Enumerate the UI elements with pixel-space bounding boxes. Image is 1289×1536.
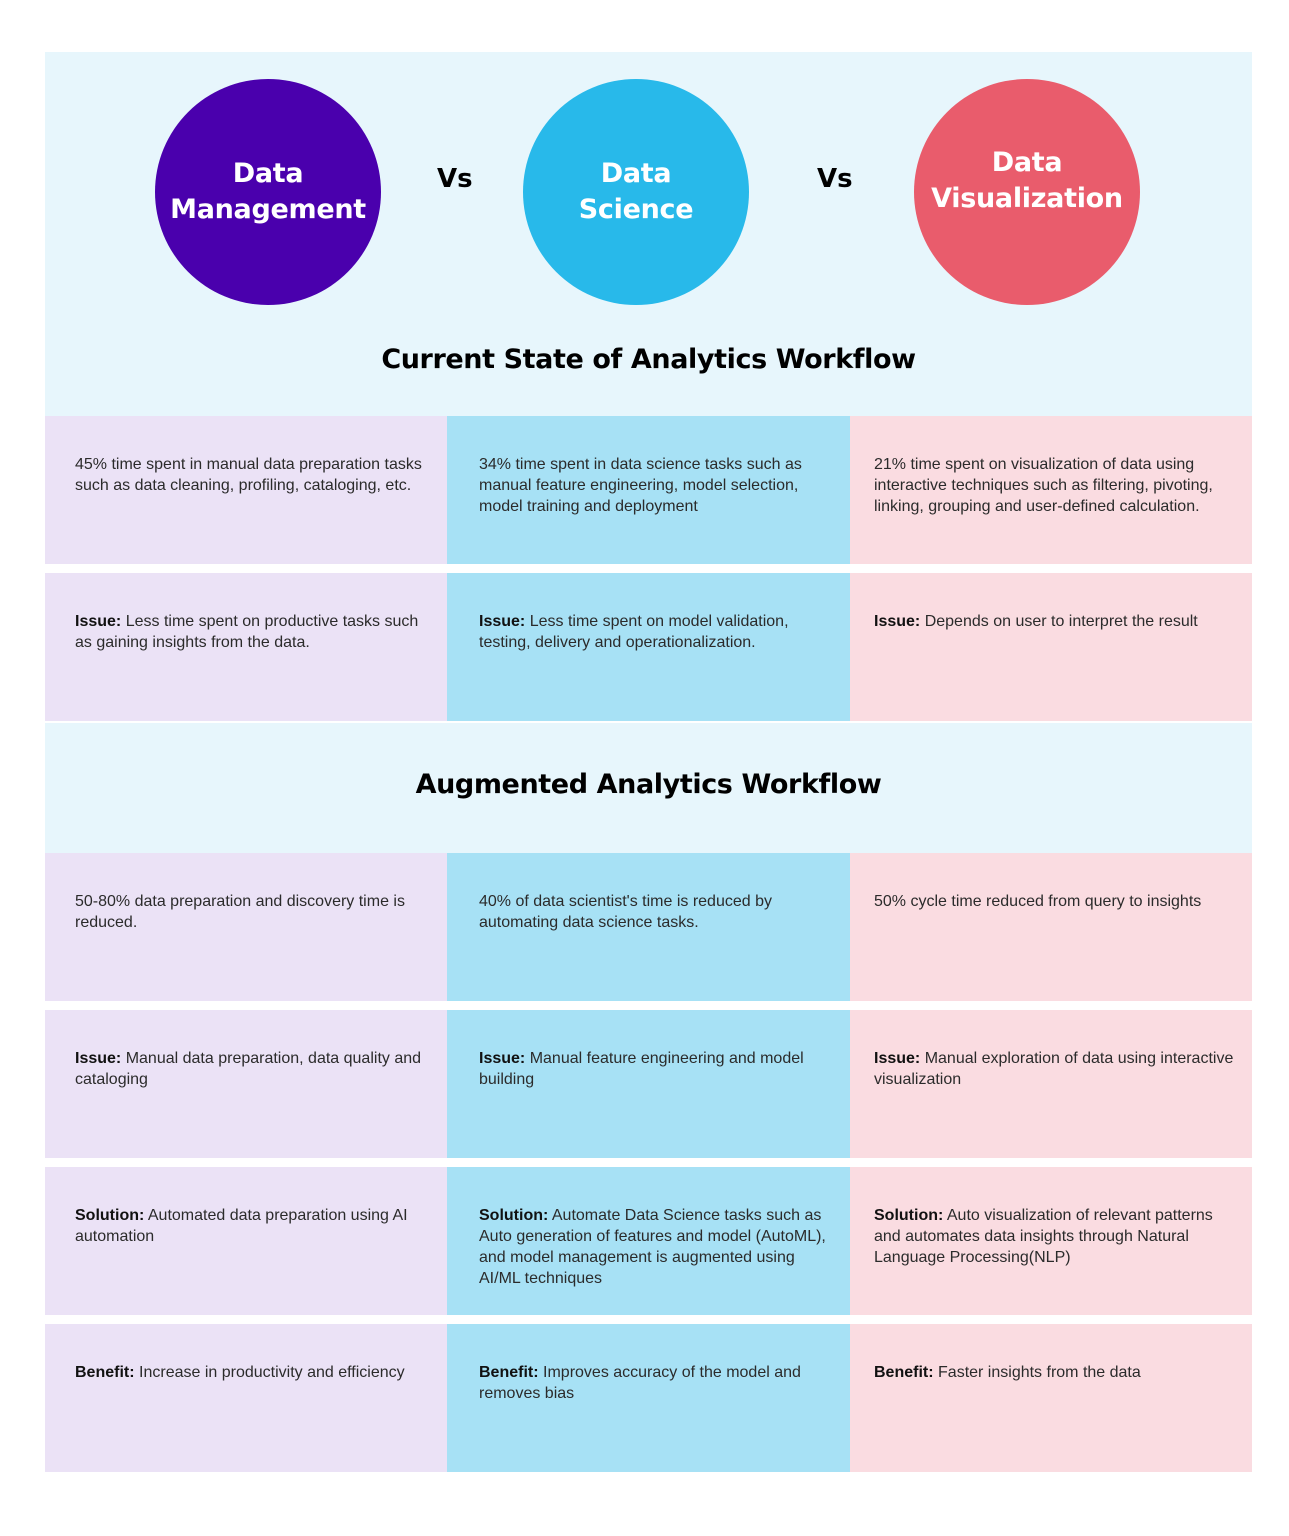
cell-text: Manual feature engineering and model bui… [479,1050,804,1088]
cell-text: Increase in productivity and efficiency [139,1364,405,1381]
row-reductions: 50-80% data preparation and discovery ti… [45,853,1252,1001]
cell-text: Less time spent on model validation, tes… [479,613,789,651]
cell-text: 50-80% data preparation and discovery ti… [75,893,405,931]
benefit-label: Benefit: [874,1364,934,1381]
row-time-spent: 45% time spent in manual data preparatio… [45,416,1252,564]
cell-science: Issue: Manual feature engineering and mo… [447,1010,850,1158]
issue-label: Issue: [479,1050,526,1067]
circle-title-line1: Data [600,158,672,189]
cell-management: Issue: Manual data preparation, data qua… [45,1010,447,1158]
cell-text: 50% cycle time reduced from query to ins… [874,893,1202,910]
circle-title-line2: Management [170,194,366,225]
cell-science: Solution: Automate Data Science tasks su… [447,1167,850,1315]
cell-text: Manual data preparation, data quality an… [75,1050,422,1088]
cell-text: 40% of data scientist's time is reduced … [479,893,772,931]
row-divider [45,1315,1252,1324]
cell-management: 50-80% data preparation and discovery ti… [45,853,447,1001]
cell-text: Depends on user to interpret the result [924,613,1198,630]
benefit-label: Benefit: [479,1364,539,1381]
cell-science: 40% of data scientist's time is reduced … [447,853,850,1001]
issue-label: Issue: [479,613,526,630]
circle-data-management: Data Management [155,79,381,305]
cell-science: Issue: Less time spent on model validati… [447,573,850,721]
issue-label: Issue: [75,613,122,630]
cell-text: Less time spent on productive tasks such… [75,613,419,651]
row-augmented-issues: Issue: Manual data preparation, data qua… [45,1010,1252,1158]
cell-text: Automated data preparation using AI auto… [75,1207,408,1245]
issue-label: Issue: [75,1050,122,1067]
vs-label: Vs [817,164,853,194]
cell-visualization: Benefit: Faster insights from the data [850,1324,1252,1472]
solution-label: Solution: [75,1207,145,1224]
solution-label: Solution: [874,1207,944,1224]
cell-text: 45% time spent in manual data preparatio… [75,456,422,494]
cell-text: 21% time spent on visualization of data … [874,456,1213,515]
cell-text: Automate Data Science tasks such as Auto… [479,1207,826,1287]
cell-visualization: 50% cycle time reduced from query to ins… [850,853,1252,1001]
row-divider [45,1158,1252,1167]
row-current-issues: Issue: Less time spent on productive tas… [45,573,1252,721]
cell-text: Improves accuracy of the model and remov… [479,1364,801,1402]
cell-visualization: 21% time spent on visualization of data … [850,416,1252,564]
cell-management: 45% time spent in manual data preparatio… [45,416,447,564]
cell-visualization: Issue: Manual exploration of data using … [850,1010,1252,1158]
section-title-augmented: Augmented Analytics Workflow [415,769,882,800]
cell-visualization: Issue: Depends on user to interpret the … [850,573,1252,721]
hero-header: Data Management Vs Data Science Vs Data … [45,52,1252,416]
row-divider [45,1001,1252,1010]
cell-management: Solution: Automated data preparation usi… [45,1167,447,1315]
augmented-header: Augmented Analytics Workflow [45,723,1252,853]
cell-management: Issue: Less time spent on productive tas… [45,573,447,721]
cell-text: Auto visualization of relevant patterns … [874,1207,1213,1266]
cell-science: Benefit: Improves accuracy of the model … [447,1324,850,1472]
solution-label: Solution: [479,1207,549,1224]
circle-title-line2: Visualization [931,183,1123,214]
row-solutions: Solution: Automated data preparation usi… [45,1167,1252,1315]
cell-management: Benefit: Increase in productivity and ef… [45,1324,447,1472]
comparison-infographic: Data Management Vs Data Science Vs Data … [45,52,1252,1472]
cell-text: Manual exploration of data using interac… [874,1050,1234,1088]
section-title-current-state: Current State of Analytics Workflow [381,344,916,375]
cell-text: 34% time spent in data science tasks suc… [479,456,802,515]
cell-science: 34% time spent in data science tasks suc… [447,416,850,564]
row-benefits: Benefit: Increase in productivity and ef… [45,1324,1252,1472]
cell-text: Faster insights from the data [938,1364,1141,1381]
circle-title-line2: Science [578,194,694,225]
issue-label: Issue: [874,613,921,630]
circle-title-line1: Data [991,147,1063,178]
row-divider [45,564,1252,573]
cell-visualization: Solution: Auto visualization of relevant… [850,1167,1252,1315]
circle-data-visualization: Data Visualization [914,79,1140,305]
vs-label: Vs [437,164,473,194]
circle-title-line1: Data [232,158,304,189]
circle-data-science: Data Science [523,79,749,305]
benefit-label: Benefit: [75,1364,135,1381]
issue-label: Issue: [874,1050,921,1067]
